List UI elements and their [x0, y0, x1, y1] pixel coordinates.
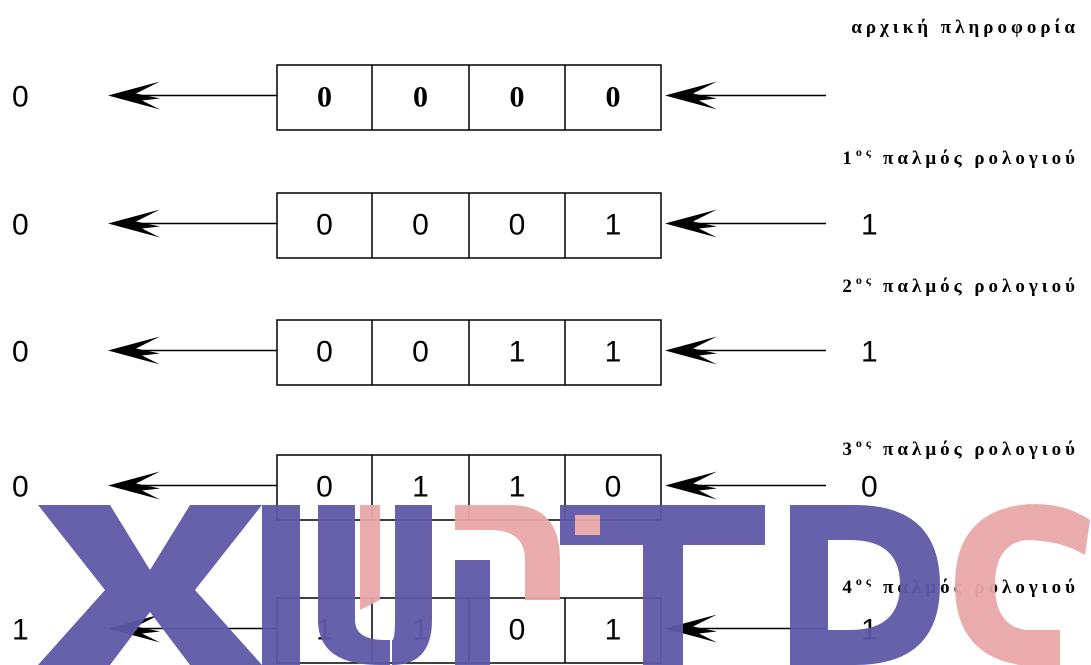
caption-superscript: ος: [856, 436, 875, 450]
input-bit: 1: [861, 209, 878, 242]
output-bit: 0: [12, 209, 29, 242]
register-cell-bit: 1: [605, 209, 622, 242]
register-cell-bit: 0: [509, 614, 526, 647]
arrowhead-icon: [665, 336, 717, 365]
caption-superscript: ος: [856, 574, 875, 588]
input-arrow-icon: [665, 209, 717, 238]
register-cell-bit: 0: [412, 209, 429, 242]
caption-ordinal: 2: [842, 276, 856, 297]
caption-superscript: ος: [856, 273, 875, 287]
output-bit: 1: [12, 614, 29, 647]
watermark-stroke: [560, 505, 765, 665]
output-arrow-icon: [108, 209, 160, 238]
watermark-stroke: [360, 505, 380, 610]
register-cell-bit: 0: [509, 209, 526, 242]
register-cell-bit: 0: [510, 81, 525, 114]
watermark-stroke: [262, 505, 300, 665]
register-cell-bit: 0: [412, 336, 429, 369]
watermark-logo: [38, 504, 1090, 665]
register-cell-bit: 1: [605, 336, 622, 369]
caption-ordinal: 3: [842, 439, 856, 460]
output-arrow-icon: [108, 336, 160, 365]
arrowhead-icon: [665, 471, 717, 500]
row-caption: 3ος παλμός ρολογιού: [842, 436, 1079, 460]
row-caption: 1ος παλμός ρολογιού: [842, 145, 1079, 169]
arrowhead-icon: [108, 471, 160, 500]
register-cell-bit: 0: [316, 209, 333, 242]
output-bit: 0: [12, 81, 29, 114]
arrowhead-icon: [665, 209, 717, 238]
caption-text: παλμός ρολογιού: [883, 148, 1079, 169]
watermark-stroke: [318, 505, 390, 665]
watermark-stroke: [38, 505, 262, 665]
input-arrow-icon: [665, 81, 717, 110]
caption-superscript: ος: [856, 145, 875, 159]
row-caption: 2ος παλμός ρολογιού: [842, 273, 1079, 297]
register-cell-bit: 1: [509, 336, 526, 369]
register-cell-bit: 0: [606, 81, 621, 114]
watermark-stroke: [790, 505, 940, 665]
caption-ordinal: 1: [842, 148, 856, 169]
output-bit: 0: [12, 471, 29, 504]
register-cell-bit: 0: [316, 336, 333, 369]
output-arrow-icon: [108, 81, 160, 110]
input-arrow-icon: [665, 614, 717, 643]
arrowhead-icon: [108, 336, 160, 365]
register-cell-bit: 0: [605, 471, 622, 504]
arrowhead-icon: [108, 81, 160, 110]
register-cell-bit: 1: [509, 471, 526, 504]
input-bit: 1: [861, 336, 878, 369]
arrowhead-icon: [108, 209, 160, 238]
arrowhead-icon: [665, 81, 717, 110]
register-cell-bit: 1: [412, 471, 429, 504]
watermark-stroke: [955, 504, 1090, 665]
row-caption: αρχική πληροφορία: [851, 17, 1079, 38]
caption-text: παλμός ρολογιού: [883, 439, 1079, 460]
watermark-stroke: [575, 515, 600, 535]
register-cell-bit: 1: [605, 614, 622, 647]
watermark-stroke: [455, 560, 490, 665]
input-arrow-icon: [665, 336, 717, 365]
input-arrow-icon: [665, 471, 717, 500]
input-bit: 0: [861, 471, 878, 504]
watermark-stroke: [455, 505, 560, 600]
output-arrow-icon: [108, 471, 160, 500]
register-cell-bit: 0: [317, 81, 332, 114]
register-cell-bit: 0: [316, 471, 333, 504]
output-bit: 0: [12, 336, 29, 369]
caption-text: παλμός ρολογιού: [883, 276, 1079, 297]
caption-ordinal: 4: [842, 577, 856, 598]
arrowhead-icon: [665, 614, 717, 643]
watermark-stroke: [392, 505, 432, 665]
register-cell-bit: 0: [413, 81, 428, 114]
